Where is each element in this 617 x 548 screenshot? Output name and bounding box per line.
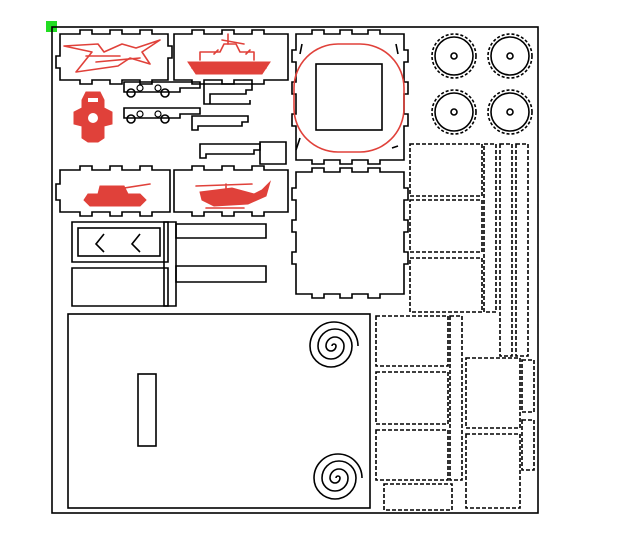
pin-mark-top	[299, 43, 399, 55]
tank-engraving-icon	[83, 183, 151, 207]
finger-panel-b6[interactable]	[465, 433, 521, 509]
gear-icon[interactable]	[487, 33, 533, 79]
finger-rail-d[interactable]	[449, 315, 463, 481]
ship-engraving-icon	[187, 33, 271, 75]
pillar-strip[interactable]	[163, 221, 177, 307]
finger-panel-b1[interactable]	[375, 315, 449, 367]
panel-box-plain[interactable]	[291, 167, 409, 299]
spiral-icon[interactable]	[309, 321, 359, 368]
frame-left-bottom[interactable]	[71, 267, 169, 307]
robot-engraving-icon[interactable]	[73, 91, 113, 143]
panel-tank[interactable]	[55, 165, 171, 217]
finger-rail-f[interactable]	[521, 419, 535, 471]
finger-panel-b4[interactable]	[383, 483, 453, 511]
window-cutout-a[interactable]	[77, 227, 161, 257]
finger-panel-r3[interactable]	[409, 257, 483, 313]
slot-strip-b[interactable]	[175, 265, 267, 283]
connector-strip-upper[interactable]	[123, 81, 201, 98]
tab-strip-b[interactable]	[191, 115, 249, 131]
panel-jet[interactable]	[55, 29, 173, 85]
hinge-mark-b	[130, 233, 141, 253]
finger-panel-b3[interactable]	[375, 429, 449, 481]
spiral-icon[interactable]	[313, 453, 363, 500]
helicopter-engraving-icon	[195, 180, 272, 209]
finger-rail-b[interactable]	[499, 143, 513, 357]
pin-mark-bottom	[295, 137, 399, 151]
panel-ship[interactable]	[173, 29, 289, 85]
tab-strip-c[interactable]	[199, 143, 261, 159]
finger-panel-b2[interactable]	[375, 371, 449, 425]
tab-strip-a[interactable]	[203, 83, 253, 105]
panel-helicopter[interactable]	[173, 165, 289, 217]
finger-panel-r2[interactable]	[409, 199, 483, 253]
finger-rail-c[interactable]	[515, 143, 529, 357]
finger-panel-r1[interactable]	[409, 143, 483, 197]
frame-left-top[interactable]	[71, 221, 169, 263]
gear-icon[interactable]	[431, 33, 477, 79]
slot-strip-a[interactable]	[175, 223, 267, 239]
gear-icon[interactable]	[487, 89, 533, 135]
jet-engraving-icon	[63, 39, 161, 73]
connector-strip-lower[interactable]	[123, 107, 201, 124]
finger-panel-b5[interactable]	[465, 357, 521, 429]
panel-stadium[interactable]	[291, 29, 409, 165]
hinge-mark-a	[94, 233, 105, 253]
base-plate[interactable]	[67, 313, 371, 509]
gear-icon[interactable]	[431, 89, 477, 135]
tab-strip-d[interactable]	[259, 141, 287, 165]
sheet-border	[51, 26, 539, 514]
finger-rail-e[interactable]	[521, 359, 535, 413]
stadium-track	[293, 43, 405, 153]
finger-rail-a[interactable]	[483, 143, 497, 313]
stadium-window[interactable]	[315, 63, 383, 131]
base-slot[interactable]	[137, 373, 157, 447]
